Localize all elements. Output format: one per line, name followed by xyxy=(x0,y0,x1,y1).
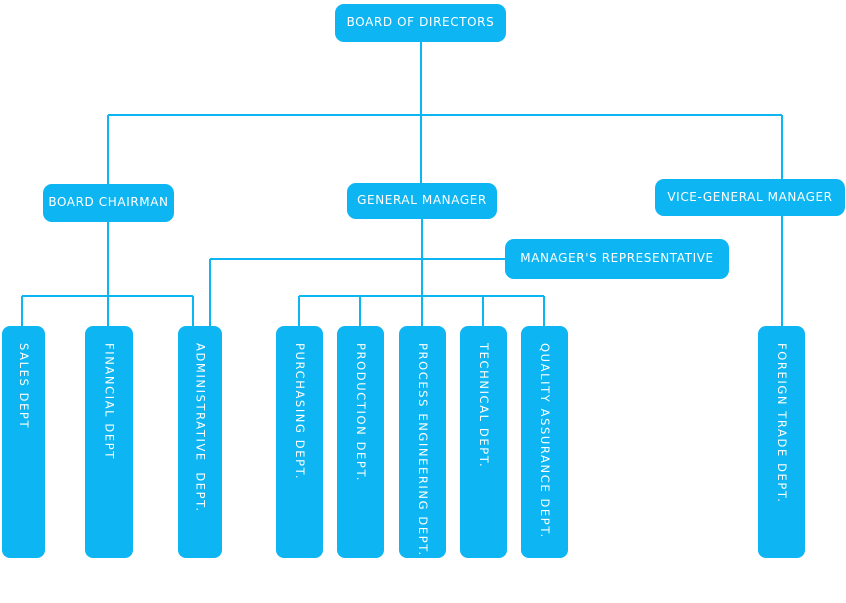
node-label: FOREIGN TRADE DEPT. xyxy=(774,343,789,504)
node-label: BOARD OF DIRECTORS xyxy=(346,15,495,30)
node-managers-representative[interactable]: MANAGER'S REPRESENTATIVE xyxy=(505,239,729,279)
node-administrative-dept[interactable]: ADMINISTRATIVE DEPT. xyxy=(178,326,222,558)
node-sales-dept[interactable]: SALES DEPT xyxy=(2,326,45,558)
node-label: SALES DEPT xyxy=(16,343,31,430)
node-label: VICE-GENERAL MANAGER xyxy=(667,189,833,204)
node-purchasing-dept[interactable]: PURCHASING DEPT. xyxy=(276,326,323,558)
node-label: PROCESS ENGINEERING DEPT. xyxy=(415,343,430,557)
node-label: PRODUCTION DEPT. xyxy=(353,343,368,482)
node-label: PURCHASING DEPT. xyxy=(292,343,307,481)
node-label: MANAGER'S REPRESENTATIVE xyxy=(520,251,714,266)
node-general-manager[interactable]: GENERAL MANAGER xyxy=(347,183,497,219)
node-label: FINANCIAL DEPT xyxy=(102,343,117,460)
node-process-engineering-dept[interactable]: PROCESS ENGINEERING DEPT. xyxy=(399,326,446,558)
node-production-dept[interactable]: PRODUCTION DEPT. xyxy=(337,326,384,558)
node-label: TECHNICAL DEPT. xyxy=(476,343,491,469)
node-technical-dept[interactable]: TECHNICAL DEPT. xyxy=(460,326,507,558)
node-label: ADMINISTRATIVE DEPT. xyxy=(193,343,208,513)
node-board-chairman[interactable]: BOARD CHAIRMAN xyxy=(43,184,174,222)
node-quality-assurance-dept[interactable]: QUALITY ASSURANCE DEPT. xyxy=(521,326,568,558)
node-label: GENERAL MANAGER xyxy=(357,193,487,208)
node-financial-dept[interactable]: FINANCIAL DEPT xyxy=(85,326,133,558)
node-foreign-trade-dept[interactable]: FOREIGN TRADE DEPT. xyxy=(758,326,805,558)
node-label: QUALITY ASSURANCE DEPT. xyxy=(537,343,552,539)
node-vice-general-manager[interactable]: VICE-GENERAL MANAGER xyxy=(655,179,845,216)
node-label: BOARD CHAIRMAN xyxy=(48,195,169,210)
node-board-of-directors[interactable]: BOARD OF DIRECTORS xyxy=(335,4,506,42)
